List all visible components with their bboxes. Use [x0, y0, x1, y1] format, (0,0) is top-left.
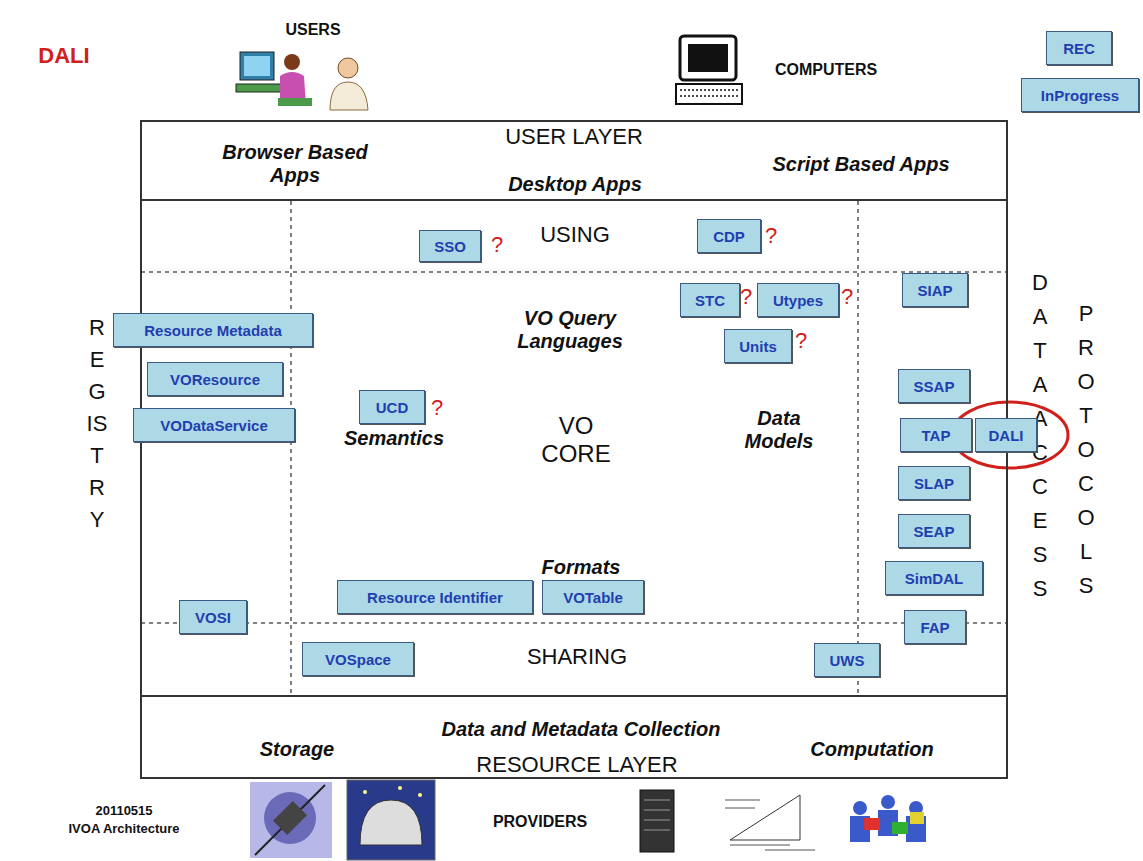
standard-box: VOSpace: [302, 642, 414, 676]
box-label: SIAP: [917, 282, 952, 299]
standard-box: Resource Metadata: [113, 313, 313, 347]
standard-box: CDP: [697, 219, 761, 253]
standard-box: SimDAL: [885, 561, 983, 595]
box-label: UWS: [830, 652, 865, 669]
layer-text: Script Based Apps: [771, 153, 951, 176]
box-label: Utypes: [773, 292, 823, 309]
standard-box: Units: [724, 329, 792, 363]
layer-text: Computation: [810, 738, 933, 761]
standard-box: SSAP: [898, 369, 970, 403]
box-label: VOSpace: [325, 651, 391, 668]
question-mark: ?: [431, 395, 443, 421]
layer-text: USER LAYER: [505, 124, 643, 150]
box-label: TAP: [922, 427, 951, 444]
layer-text: Semantics: [344, 427, 444, 450]
layer-text: Desktop Apps: [508, 173, 642, 196]
layer-text: VO CORE: [536, 412, 616, 468]
box-label: UCD: [376, 399, 409, 416]
question-mark: ?: [795, 328, 807, 354]
standard-box: DALI: [975, 418, 1037, 452]
layer-text: Browser Based Apps: [205, 141, 385, 187]
layer-band: USER LAYER Browser Based AppsDesktop Apps…: [140, 120, 1008, 201]
layer-band: USING VO Query LanguagesSemantics VO CORE D…: [140, 200, 1008, 696]
standard-box: SIAP: [902, 273, 968, 307]
standard-box: Resource Identifier: [337, 580, 533, 614]
box-label: FAP: [920, 619, 949, 636]
box-label: SEAP: [914, 523, 955, 540]
computer-icon: [676, 36, 742, 104]
computers-label: COMPUTERS: [775, 61, 877, 79]
providers-label: PROVIDERS: [493, 813, 587, 831]
standard-box: SEAP: [898, 514, 970, 548]
layer-text: SHARING: [527, 644, 627, 670]
layer-text: USING: [540, 222, 610, 248]
box-label: SSAP: [914, 378, 955, 395]
users-label: USERS: [285, 21, 340, 39]
standard-box: Utypes: [757, 283, 839, 317]
standard-box: FAP: [904, 610, 966, 644]
diagram-title: DALI: [38, 43, 89, 69]
box-label: Resource Identifier: [367, 589, 503, 606]
box-label: DALI: [989, 427, 1024, 444]
box-label: Units: [739, 338, 777, 355]
standard-box: VOTable: [542, 580, 644, 614]
standard-box: REC: [1046, 31, 1112, 65]
box-label: SSO: [434, 238, 466, 255]
standard-box: VOSI: [179, 600, 247, 634]
layer-text: Data Models: [734, 407, 824, 453]
box-label: SLAP: [914, 475, 954, 492]
caption-label: IVOA Architecture: [68, 821, 179, 836]
dashed-dividers: [141, 201, 1007, 694]
standard-box: TAP: [900, 418, 972, 452]
box-label: SimDAL: [905, 570, 963, 587]
question-mark: ?: [491, 232, 503, 258]
layer-text: Data and Metadata Collection: [442, 718, 721, 741]
box-label: CDP: [713, 228, 745, 245]
box-label: InProgress: [1041, 87, 1119, 104]
protocols-label: PROTOCOLS: [1075, 297, 1097, 603]
box-label: REC: [1063, 40, 1095, 57]
question-mark: ?: [740, 284, 752, 310]
date-label: 20110515: [95, 803, 152, 818]
standard-box: VOResource: [147, 362, 283, 396]
layer-text: Storage: [260, 738, 334, 761]
box-label: VOResource: [170, 371, 260, 388]
box-label: Resource Metadata: [144, 322, 282, 339]
question-mark: ?: [841, 284, 853, 310]
users-icon: [236, 52, 368, 110]
box-label: VODataService: [160, 417, 268, 434]
box-label: VOSI: [195, 609, 231, 626]
standard-box: SSO: [419, 230, 481, 262]
layer-text: VO Query Languages: [490, 307, 650, 353]
standard-box: VODataService: [133, 408, 295, 442]
box-label: STC: [695, 292, 725, 309]
layer-band: Data and Metadata CollectionStorageRESOU…: [140, 695, 1008, 779]
registry-label: REGISTRY: [86, 312, 108, 536]
providers-icons: [250, 780, 926, 860]
standard-box: UCD: [359, 390, 425, 424]
layer-text: RESOURCE LAYER: [476, 752, 677, 778]
standard-box: UWS: [814, 643, 880, 677]
question-mark: ?: [765, 223, 777, 249]
box-label: VOTable: [563, 589, 623, 606]
layer-text: Formats: [542, 556, 621, 579]
standard-box: InProgress: [1021, 78, 1139, 112]
standard-box: STC: [680, 283, 740, 317]
standard-box: SLAP: [898, 466, 970, 500]
